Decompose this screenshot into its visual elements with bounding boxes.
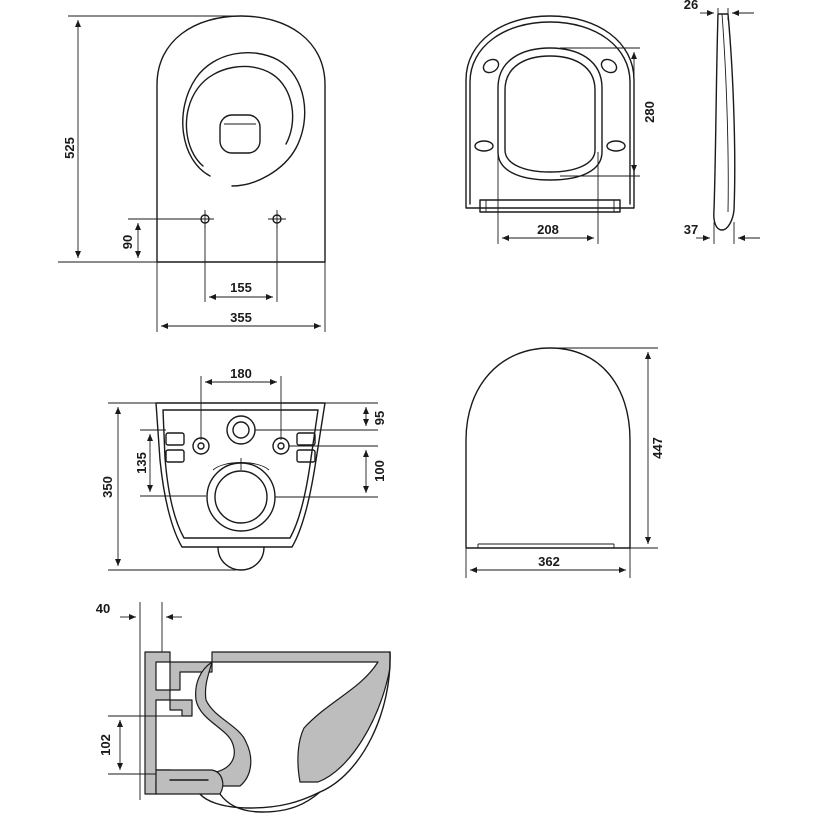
- seat-top-view: [465, 347, 631, 549]
- seat-side-dimensions: 26 37: [684, 0, 760, 244]
- section-view-dimensions: 40 102: [96, 601, 182, 775]
- dim-seat-length: 447: [650, 437, 665, 459]
- dim-overall-height: 350: [100, 476, 115, 498]
- dim-section-outlet-height: 102: [98, 734, 113, 756]
- seat-bottom-view: [465, 15, 635, 213]
- top-view-dimensions: 525 90 155 355: [58, 15, 326, 332]
- dim-top-thickness: 26: [684, 0, 698, 12]
- dim-wall-offset: 40: [96, 601, 110, 616]
- dim-overall-width: 355: [230, 310, 252, 325]
- bowl-section-view: [139, 640, 391, 813]
- dim-seat-width: 362: [538, 554, 560, 569]
- seat-bottom-dimensions: 280 208: [497, 47, 657, 244]
- dim-inlet-spacing: 180: [230, 366, 252, 381]
- bowl-top-view: [156, 15, 326, 263]
- dim-hinge-width: 208: [537, 222, 559, 237]
- seat-top-dimensions: 447 362: [465, 347, 665, 578]
- dim-fixing-height: 90: [120, 235, 135, 249]
- dim-outlet-height: 100: [372, 460, 387, 482]
- bowl-back-view: [155, 402, 326, 571]
- dim-base-thickness: 37: [684, 222, 698, 237]
- dim-bolt-height: 135: [134, 452, 149, 474]
- dim-overall-length: 525: [62, 137, 77, 159]
- seat-side-view: [713, 13, 736, 231]
- dim-inlet-height: 95: [372, 411, 387, 425]
- back-view-dimensions: 180 350 135 95 100: [100, 366, 387, 571]
- dim-hinge-length: 280: [642, 101, 657, 123]
- dim-fixing-spacing: 155: [230, 280, 252, 295]
